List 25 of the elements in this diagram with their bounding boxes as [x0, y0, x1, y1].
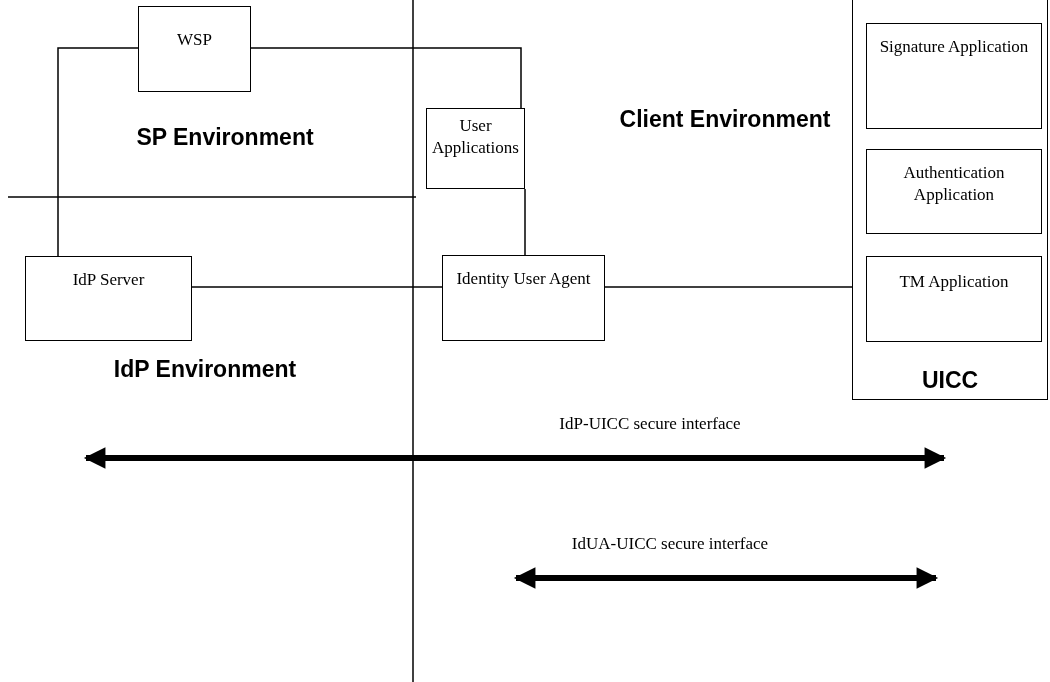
application-box: [866, 149, 1042, 234]
box-label: Identity User Agent: [456, 268, 591, 290]
process-box: [442, 255, 605, 341]
environment-label: Client Environment: [618, 105, 832, 134]
application-box: [866, 23, 1042, 129]
interface-label: IdP-UICC secure interface: [558, 414, 742, 434]
process-box: [426, 108, 525, 189]
box-label: Signature Application: [879, 36, 1029, 58]
container-box: [852, 0, 1048, 400]
connector-line: [250, 47, 522, 109]
connector-line: [57, 47, 139, 257]
server-box: [25, 256, 192, 341]
environment-label: IdP Environment: [112, 355, 298, 384]
environment-label: SP Environment: [135, 123, 315, 152]
interface-label: IdUA-UICC secure interface: [570, 534, 770, 554]
box-label: IdP Server: [72, 269, 145, 291]
box-label: User Applications: [431, 115, 520, 159]
box-label: TM Application: [899, 271, 1009, 293]
container-title: UICC: [921, 369, 979, 391]
box-label: Authentication Application: [902, 162, 1006, 206]
connector-line: [524, 188, 526, 256]
box-label: WSP: [177, 29, 212, 51]
application-box: [866, 256, 1042, 342]
connector-line: [191, 286, 443, 288]
process-box: [138, 6, 251, 92]
